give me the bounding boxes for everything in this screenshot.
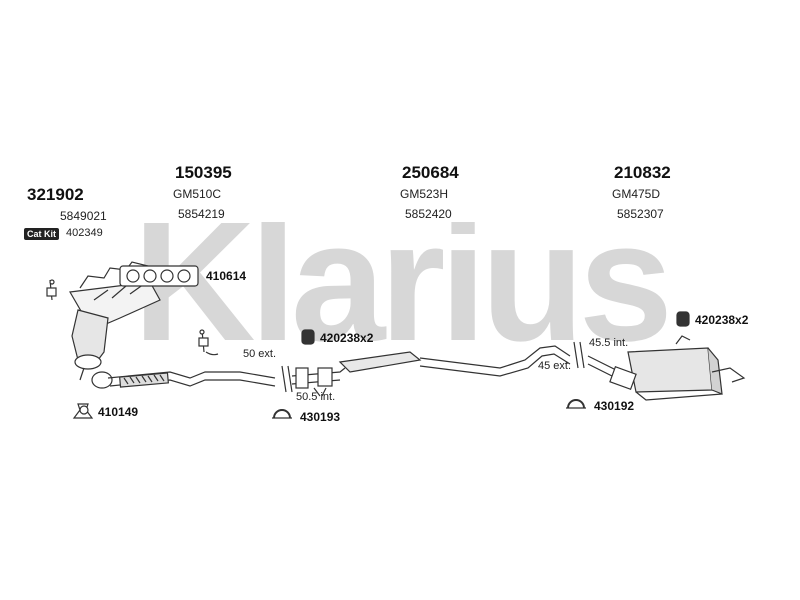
dim-front-ext: 50 ext. <box>243 348 277 360</box>
watermark-logo: Klarius <box>133 222 673 362</box>
model-GM510C: GM510C <box>173 187 222 201</box>
part-number-321902: 321902 <box>27 185 84 204</box>
rear-silencer <box>587 335 746 401</box>
clamp-430193 <box>272 409 292 419</box>
model-GM475D: GM475D <box>612 187 661 201</box>
middle-pipe <box>291 345 571 397</box>
mount-420238-rear <box>676 311 690 327</box>
watermark-text: Klarius <box>133 222 667 362</box>
front-pipe <box>91 371 276 389</box>
label-420238x2-mid: 420238x2 <box>320 331 374 345</box>
manifold-gasket <box>119 265 199 287</box>
catkit-ref: 402349 <box>66 227 103 239</box>
ref-5849021: 5849021 <box>60 209 107 223</box>
label-430192: 430192 <box>594 399 635 413</box>
clamp-430192 <box>566 399 586 409</box>
catkit-badge: Cat Kit <box>24 228 59 240</box>
clamp-410149 <box>72 403 94 419</box>
pipe-cut-markers <box>281 341 585 393</box>
dim-front-int: 50.5 int. <box>296 391 336 403</box>
dim-rear-int: 45.5 int. <box>589 337 629 349</box>
ref-5852307: 5852307 <box>617 207 664 221</box>
label-420238x2-rear: 420238x2 <box>695 313 749 327</box>
label-430193: 430193 <box>300 410 341 424</box>
mount-420238-mid <box>301 329 315 345</box>
manifold-catalyst <box>69 261 161 381</box>
part-number-250684: 250684 <box>402 163 459 182</box>
dim-rear-ext: 45 ext. <box>538 360 572 372</box>
lambda-sensor-front <box>46 279 57 301</box>
label-410149: 410149 <box>98 405 139 419</box>
lambda-sensor-rear <box>198 329 219 356</box>
ref-5852420: 5852420 <box>405 207 452 221</box>
part-number-150395: 150395 <box>175 163 232 182</box>
ref-5854219: 5854219 <box>178 207 225 221</box>
model-GM523H: GM523H <box>400 187 449 201</box>
part-number-210832: 210832 <box>614 163 671 182</box>
label-410614: 410614 <box>206 269 247 283</box>
